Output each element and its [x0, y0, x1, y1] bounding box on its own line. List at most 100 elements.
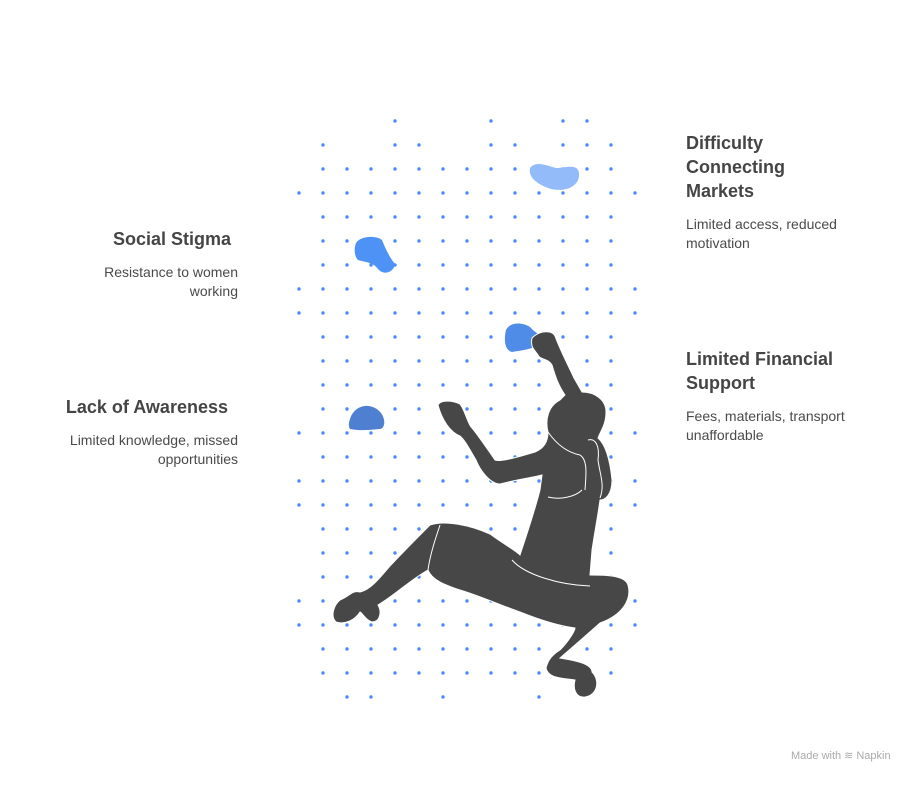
grid-dot: [345, 503, 349, 507]
grid-dot: [441, 455, 445, 459]
grid-dot: [441, 383, 445, 387]
grid-dot: [417, 167, 421, 171]
grid-dot: [609, 551, 613, 555]
grid-dot: [393, 647, 397, 651]
hold-social-stigma: [354, 236, 395, 273]
grid-dot: [465, 623, 469, 627]
grid-dot: [393, 527, 397, 531]
grid-dot: [369, 455, 373, 459]
grid-dot: [585, 335, 589, 339]
grid-dot: [561, 215, 565, 219]
grid-dot: [489, 167, 493, 171]
grid-dot: [345, 575, 349, 579]
grid-dot: [393, 287, 397, 291]
grid-dot: [585, 287, 589, 291]
grid-dot: [609, 671, 613, 675]
grid-dot: [561, 311, 565, 315]
grid-dot: [489, 383, 493, 387]
grid-dot: [393, 599, 397, 603]
grid-dot: [321, 383, 325, 387]
grid-dot: [297, 623, 301, 627]
item-desc-difficulty-connecting-markets: Limited access, reduced motivation: [686, 216, 837, 251]
grid-dot: [633, 503, 637, 507]
grid-dot: [513, 263, 517, 267]
grid-dot: [585, 167, 589, 171]
grid-dot: [489, 239, 493, 243]
grid-dot: [465, 359, 469, 363]
grid-dot: [513, 671, 517, 675]
climber-outline-details: [427, 431, 603, 587]
grid-dot: [345, 191, 349, 195]
grid-dot: [633, 599, 637, 603]
grid-dot: [369, 695, 373, 699]
grid-dot: [321, 479, 325, 483]
grid-dot: [345, 623, 349, 627]
grid-dot: [321, 599, 325, 603]
item-desc-lack-of-awareness: Limited knowledge, missed opportunities: [69, 432, 238, 467]
grid-dot: [513, 311, 517, 315]
grid-dot: [609, 359, 613, 363]
grid-dot: [369, 215, 373, 219]
grid-dot: [297, 287, 301, 291]
grid-dot: [297, 479, 301, 483]
grid-dot: [633, 287, 637, 291]
grid-dot: [345, 647, 349, 651]
grid-dot: [585, 647, 589, 651]
grid-dot: [489, 215, 493, 219]
grid-dot: [345, 431, 349, 435]
hold-top-right: [529, 163, 580, 190]
grid-dot: [537, 239, 541, 243]
grid-dot: [345, 407, 349, 411]
grid-dot: [393, 119, 397, 123]
item-title-limited-financial-support: Limited Financial Support: [686, 349, 834, 393]
grid-dot: [321, 551, 325, 555]
grid-dot: [417, 383, 421, 387]
grid-dot: [609, 263, 613, 267]
grid-dot: [489, 263, 493, 267]
grid-dot: [321, 647, 325, 651]
grid-dot: [417, 671, 421, 675]
grid-dot: [441, 647, 445, 651]
grid-dot: [609, 167, 613, 171]
grid-dot: [489, 119, 493, 123]
grid-dot: [465, 311, 469, 315]
grid-dot: [417, 335, 421, 339]
grid-dot: [561, 191, 565, 195]
grid-dot: [345, 671, 349, 675]
grid-dot: [345, 551, 349, 555]
grid-dot: [369, 671, 373, 675]
grid-dot: [537, 647, 541, 651]
grid-dot: [321, 215, 325, 219]
grid-dot: [513, 287, 517, 291]
grid-dot: [537, 359, 541, 363]
grid-dot: [513, 647, 517, 651]
grid-dot: [417, 407, 421, 411]
grid-dot: [465, 215, 469, 219]
grid-dot: [465, 191, 469, 195]
grid-dot: [393, 143, 397, 147]
grid-dot: [321, 167, 325, 171]
grid-dot: [345, 287, 349, 291]
grid-dot: [393, 455, 397, 459]
grid-dot: [609, 239, 613, 243]
grid-dot: [393, 335, 397, 339]
grid-dot: [393, 503, 397, 507]
grid-dot: [393, 407, 397, 411]
grid-dot: [585, 119, 589, 123]
climber-silhouette: [332, 331, 630, 698]
grid-dot: [609, 527, 613, 531]
grid-dot: [633, 479, 637, 483]
grid-dot: [513, 191, 517, 195]
grid-dot: [561, 287, 565, 291]
grid-dot: [321, 455, 325, 459]
grid-dot: [465, 407, 469, 411]
grid-dot: [369, 623, 373, 627]
grid-dot: [321, 671, 325, 675]
grid-dot: [537, 695, 541, 699]
grid-dot: [585, 383, 589, 387]
grid-dot: [465, 263, 469, 267]
grid-dot: [417, 263, 421, 267]
grid-dot: [417, 647, 421, 651]
grid-dot: [585, 263, 589, 267]
